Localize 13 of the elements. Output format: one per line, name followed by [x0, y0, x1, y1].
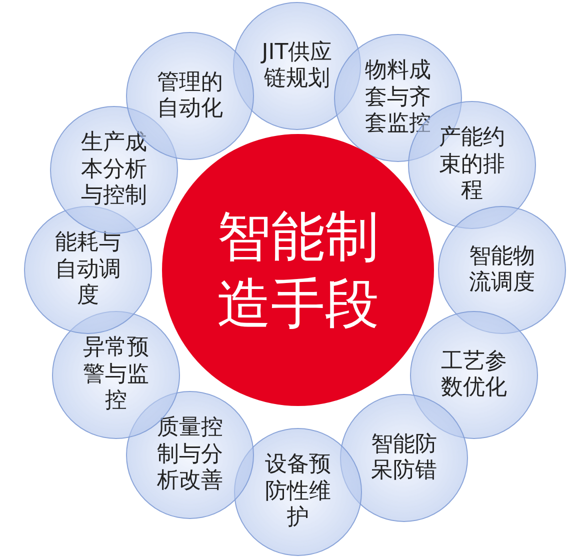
node-label: 管理的自动化: [156, 70, 224, 122]
node-label: 工艺参数优化: [440, 348, 508, 402]
node-label: 能耗与自动调度: [54, 230, 122, 310]
node-label: JIT供应链规划: [260, 40, 334, 92]
node-label: 生产成本分析与控制: [80, 130, 148, 210]
node-label: 智能防呆防错: [370, 432, 438, 484]
node-label: 设备预防性维护: [264, 452, 332, 532]
node-label: 异常预警与监控: [82, 335, 150, 415]
node-label: 产能约束的排程: [438, 125, 506, 205]
node-label: 质量控制与分析改善: [156, 415, 224, 495]
node-label: 物料成套与齐套监控: [364, 58, 432, 138]
node-label: 智能物流调度: [468, 244, 536, 296]
center-label: 智能制造手段: [216, 204, 380, 337]
